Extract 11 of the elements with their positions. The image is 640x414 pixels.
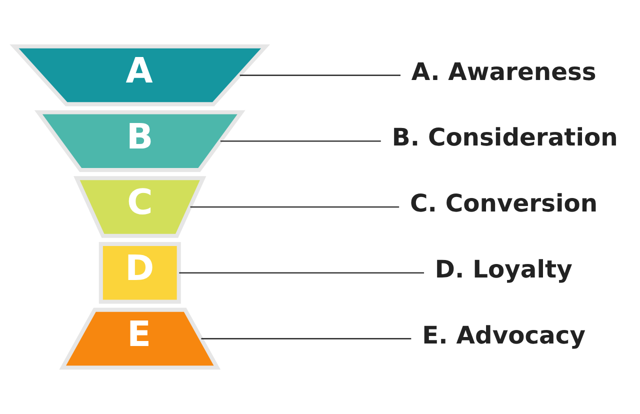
connector (201, 338, 412, 340)
node-text: C. Conversion (410, 190, 598, 218)
node-text: D. Loyalty (434, 255, 572, 284)
node-text: E. Advocacy (422, 321, 586, 350)
connector (220, 140, 381, 142)
connector (240, 74, 400, 76)
node-text: B. Consideration (392, 124, 618, 152)
node-box: D (98, 242, 181, 304)
connector (179, 272, 424, 274)
connector (190, 206, 400, 208)
node-text: A. Awareness (411, 58, 596, 86)
